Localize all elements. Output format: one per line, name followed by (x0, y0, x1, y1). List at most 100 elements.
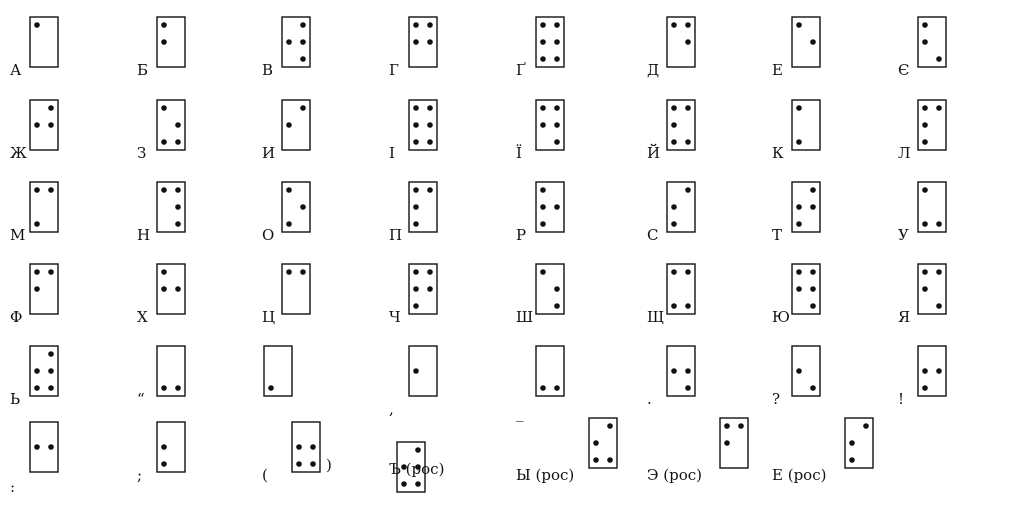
braille-dot-2 (413, 286, 419, 292)
braille-dot-4 (415, 447, 421, 453)
braille-cell-3: Г (389, 16, 438, 79)
letter-label: Е (рос) (772, 466, 826, 484)
braille-dot-3 (413, 303, 419, 309)
braille-dot-3 (161, 139, 167, 145)
braille-cell-frame (535, 16, 565, 68)
braille-dot-2 (540, 204, 546, 210)
braille-cell-frame (844, 417, 874, 469)
braille-dot-5 (310, 444, 316, 450)
letter-label: “ (137, 390, 145, 408)
braille-cell-24: Ф (10, 263, 59, 326)
braille-dot-4 (427, 187, 433, 193)
braille-dot-1 (413, 105, 419, 111)
braille-cell-frame (156, 263, 186, 315)
braille-dot-6 (415, 481, 421, 487)
closing-paren-label: ) (326, 456, 332, 474)
braille-dot-2 (413, 39, 419, 45)
braille-cell-frame (156, 421, 186, 473)
braille-dot-6 (554, 56, 560, 62)
letter-label: П (389, 226, 402, 244)
braille-cell-27: Ч (389, 263, 438, 326)
braille-dot-4 (738, 423, 744, 429)
braille-dot-2 (286, 122, 292, 128)
braille-dot-2 (922, 368, 928, 374)
braille-dot-4 (810, 269, 816, 275)
braille-dot-5 (300, 204, 306, 210)
letter-label: Р (516, 226, 526, 244)
braille-dot-5 (175, 122, 181, 128)
braille-dot-6 (554, 303, 560, 309)
braille-dot-5 (48, 444, 54, 450)
braille-dot-2 (593, 440, 599, 446)
braille-cell-25: Х (137, 263, 186, 326)
braille-dot-5 (427, 122, 433, 128)
braille-cell-frame (791, 99, 821, 151)
braille-dot-3 (161, 385, 167, 391)
braille-dot-2 (413, 122, 419, 128)
letter-label: Я (898, 308, 910, 326)
braille-cell-frame (29, 421, 59, 473)
braille-cell-12: Ї (516, 99, 565, 162)
braille-dot-6 (685, 139, 691, 145)
letter-label: У (898, 226, 909, 244)
braille-dot-4 (810, 187, 816, 193)
braille-cell-16: М (10, 181, 59, 244)
braille-dot-4 (936, 105, 942, 111)
letter-label: . (647, 390, 652, 408)
letter-label: Л (898, 144, 911, 162)
braille-dot-1 (796, 269, 802, 275)
braille-cell-frame (156, 16, 186, 68)
braille-cell-frame (408, 99, 438, 151)
braille-dot-2 (401, 464, 407, 470)
braille-cell-44: Ы (рос) (516, 417, 618, 484)
braille-dot-3 (849, 457, 855, 463)
braille-dot-5 (415, 464, 421, 470)
braille-dot-5 (810, 286, 816, 292)
braille-cell-0: А (10, 16, 59, 79)
braille-dot-6 (810, 385, 816, 391)
braille-dot-1 (540, 105, 546, 111)
braille-cell-frame (791, 181, 821, 233)
letter-label: _ (516, 404, 524, 422)
braille-dot-2 (796, 286, 802, 292)
braille-dot-2 (34, 122, 40, 128)
braille-dot-6 (685, 303, 691, 309)
braille-cell-frame (408, 181, 438, 233)
braille-dot-4 (685, 22, 691, 28)
braille-cell-41: ; (137, 421, 186, 484)
braille-dot-1 (161, 187, 167, 193)
braille-cell-14: К (772, 99, 821, 162)
braille-cell-frame (29, 99, 59, 151)
braille-dot-1 (922, 187, 928, 193)
letter-label: ! (898, 390, 904, 408)
braille-dot-3 (540, 385, 546, 391)
braille-cell-31: Я (898, 263, 947, 326)
braille-dot-3 (34, 221, 40, 227)
braille-dot-5 (300, 39, 306, 45)
braille-dot-6 (175, 139, 181, 145)
braille-dot-3 (671, 303, 677, 309)
braille-cell-8: Ж (10, 99, 59, 162)
braille-dot-2 (796, 368, 802, 374)
braille-dot-4 (300, 105, 306, 111)
letter-label: З (137, 144, 146, 162)
letter-label: Е (772, 61, 783, 79)
braille-cell-frame (156, 99, 186, 151)
braille-dot-2 (922, 122, 928, 128)
braille-dot-3 (161, 461, 167, 467)
braille-dot-3 (540, 56, 546, 62)
braille-dot-1 (922, 22, 928, 28)
braille-dot-2 (922, 39, 928, 45)
braille-dot-5 (554, 204, 560, 210)
braille-cell-frame (396, 441, 426, 493)
braille-dot-1 (161, 105, 167, 111)
braille-dot-2 (34, 286, 40, 292)
braille-cell-frame (535, 345, 565, 397)
braille-dot-5 (427, 286, 433, 292)
braille-cell-frame (917, 345, 947, 397)
braille-dot-4 (554, 105, 560, 111)
braille-dot-3 (286, 221, 292, 227)
braille-cell-23: У (898, 181, 947, 244)
braille-cell-21: С (647, 181, 696, 244)
braille-dot-2 (34, 368, 40, 374)
